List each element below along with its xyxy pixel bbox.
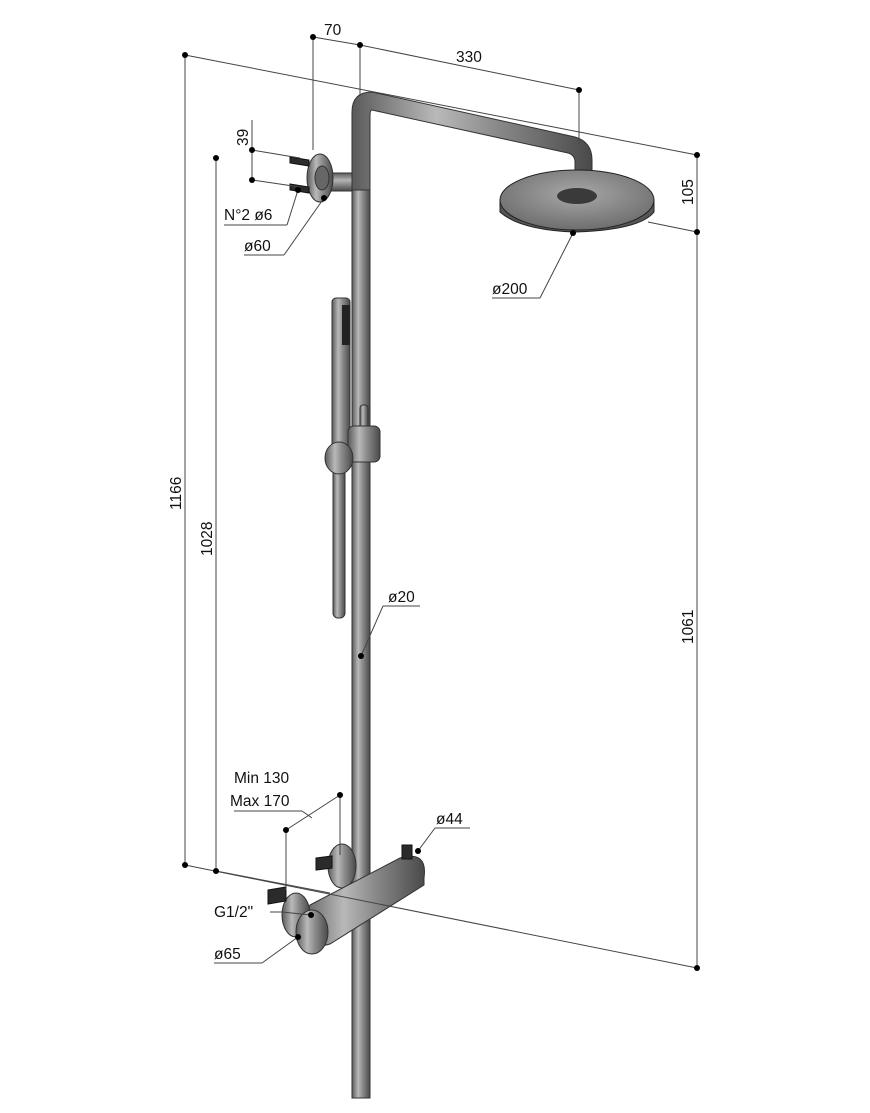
dimension-labels: 70 330 39 N°2 ø6 ø60 105 ø200 1166 1028 … xyxy=(168,22,697,963)
label-head-height-from-mixer: 1061 xyxy=(680,610,697,644)
shower-column xyxy=(267,91,655,1099)
label-bracket-diameter: ø60 xyxy=(244,238,271,255)
slide-holder xyxy=(324,404,381,475)
dimension-lines xyxy=(182,34,700,971)
hand-shower-hose xyxy=(332,459,346,619)
label-inlet-thread: G1/2" xyxy=(214,904,253,921)
label-mixer-diameter: ø44 xyxy=(436,811,463,828)
mixer-knob xyxy=(295,909,329,955)
label-head-diameter: ø200 xyxy=(492,281,528,298)
label-min-distance: Min 130 xyxy=(234,770,290,787)
label-escutcheon-diameter: ø65 xyxy=(214,946,241,963)
label-arm-offset: 70 xyxy=(324,22,342,39)
label-screws: N°2 ø6 xyxy=(224,207,272,224)
label-bracket-spacing: 39 xyxy=(235,129,252,146)
label-bracket-height: 1028 xyxy=(199,522,216,556)
shower-arm xyxy=(351,91,593,191)
label-riser-diameter: ø20 xyxy=(388,589,415,606)
label-head-height: 105 xyxy=(680,179,697,205)
shower-head xyxy=(499,169,655,233)
thermostatic-mixer xyxy=(267,843,425,955)
riser-pipe xyxy=(351,111,371,1099)
label-max-distance: Max 170 xyxy=(230,793,290,810)
label-total-height: 1166 xyxy=(168,477,185,510)
label-arm-length: 330 xyxy=(456,49,482,66)
